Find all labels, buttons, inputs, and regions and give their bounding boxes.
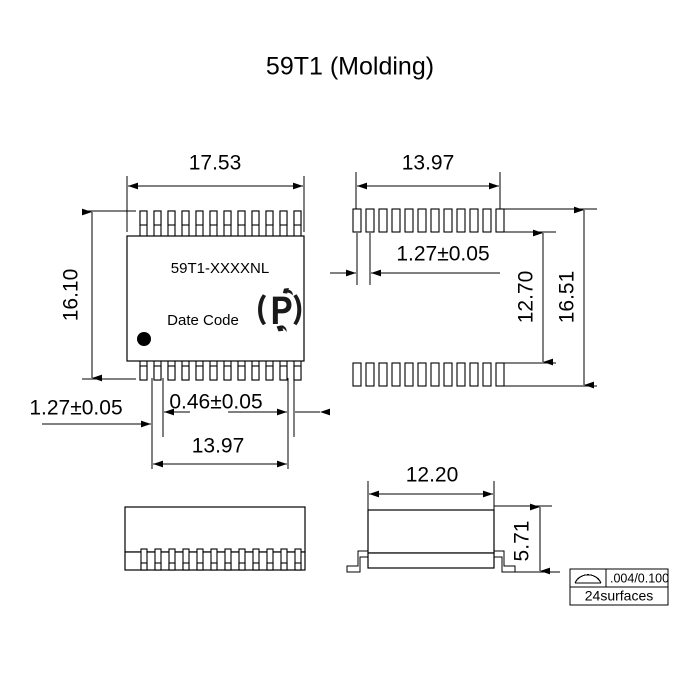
side-view: 12.20 5.71: [346, 464, 560, 575]
dim-label-pitch-1-27: 1.27±0.05: [29, 397, 122, 420]
dim-label-span-13-97: 13.97: [192, 435, 245, 458]
page-title: 59T1 (Molding): [266, 53, 434, 81]
dim-side-height: 5.71: [494, 503, 560, 575]
top-view: 17.53 16.10: [29, 152, 330, 469]
dim-outer-span: 16.51: [504, 206, 597, 389]
gdt-feature-control-frame: .004/0.100 24surfaces: [569, 568, 669, 606]
profile-of-a-surface-icon: [574, 574, 602, 584]
land-pads-lower: [352, 362, 505, 387]
dim-overall-height: 16.10: [60, 208, 136, 382]
top-view-leads-upper: [139, 210, 302, 238]
dim-label-pad-pitch-1-27: 1.27±0.05: [396, 243, 489, 266]
dim-label-inner-12-70: 12.70: [515, 271, 538, 324]
dim-lead-pitch: 1.27±0.05: [29, 378, 164, 437]
dim-label-side-height-5-71: 5.71: [511, 521, 534, 562]
dim-lead-width: 0.46±0.05: [164, 378, 330, 437]
dim-label-17-53: 17.53: [189, 152, 242, 175]
side-view-lead-left: [346, 550, 369, 573]
date-code-text: Date Code: [167, 312, 239, 329]
land-pads-upper: [352, 208, 505, 233]
gdt-note-text: 24surfaces: [585, 588, 653, 604]
dim-side-width: 12.20: [367, 464, 495, 510]
gdt-tolerance-text: .004/0.100: [610, 571, 669, 585]
dim-label-lead-width-0-46: 0.46±0.05: [169, 391, 262, 414]
dim-label-outer-16-51: 16.51: [556, 271, 579, 324]
dim-overall-width: 17.53: [126, 152, 305, 232]
dim-pad-row-width: 13.97: [355, 152, 501, 210]
land-pattern-view: 13.97: [330, 152, 597, 389]
dim-label-side-width-12-20: 12.20: [406, 464, 459, 487]
part-marking-text: 59T1-XXXXNL: [171, 260, 269, 277]
front-view-leads: [140, 548, 302, 571]
dim-lead-span: 13.97: [151, 435, 289, 469]
pulse-logo-icon: [258, 288, 302, 333]
dim-pad-pitch: 1.27±0.05: [330, 233, 500, 285]
front-view: [124, 506, 306, 571]
pin1-dot-icon: [137, 332, 151, 346]
dim-label-16-10: 16.10: [60, 269, 83, 322]
dim-label-pad-width-13-97: 13.97: [402, 152, 455, 175]
dim-inner-span: 12.70: [504, 229, 556, 366]
